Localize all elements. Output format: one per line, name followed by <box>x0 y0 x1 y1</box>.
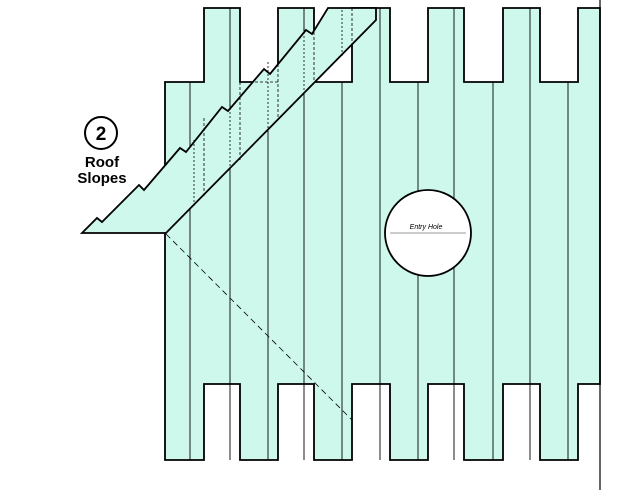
roof-slope-board <box>79 7 377 234</box>
roof-slope-shape <box>79 7 377 234</box>
wall-panel <box>164 7 601 461</box>
step-number: 2 <box>96 124 107 145</box>
callout-label-line2: Slopes <box>77 170 126 187</box>
entry-hole: Entry Hole <box>384 189 472 277</box>
roof-hidden-edges <box>203 7 376 196</box>
callout-label-line1: Roof <box>85 154 120 171</box>
entry-hole-label: Entry Hole <box>410 224 443 231</box>
step-callout: 2 Roof Slopes <box>77 116 127 187</box>
step-number-circle <box>84 116 118 150</box>
roof-step-lines <box>193 10 343 206</box>
hidden-cut-line <box>165 233 353 421</box>
